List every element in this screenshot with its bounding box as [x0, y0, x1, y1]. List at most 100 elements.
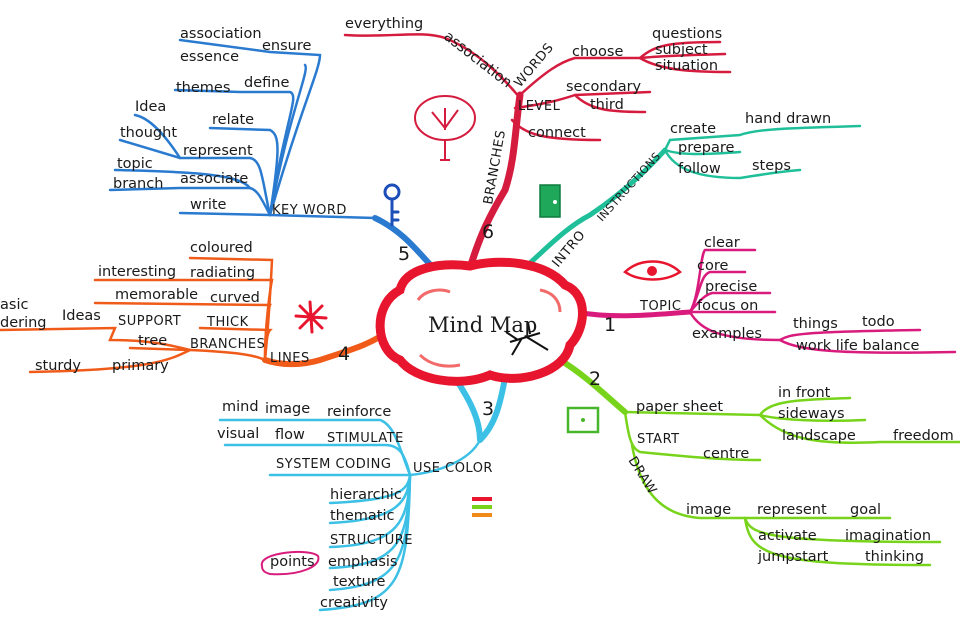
lines-tree: tree	[138, 333, 167, 349]
branches-connect: connect	[528, 125, 586, 141]
lines-primary: primary	[112, 358, 169, 374]
color-texture: texture	[333, 574, 385, 590]
trunk-draw	[557, 357, 628, 415]
branches-association: association	[441, 29, 515, 92]
branches-situation: situation	[655, 58, 718, 74]
lines-label: LINES	[270, 351, 310, 366]
branch-number-topic: 1	[604, 314, 616, 336]
draw-in-front: in front	[778, 385, 831, 401]
lines-coloured: coloured	[190, 240, 253, 256]
branches-level: LEVEL	[518, 99, 561, 114]
draw-represent: represent	[757, 502, 827, 518]
keyword-ensure: ensure	[262, 38, 311, 54]
topic-todo: todo	[862, 314, 895, 330]
intro-prepare: prepare	[678, 140, 735, 156]
branches-everything: everything	[345, 16, 423, 32]
draw-thinking: thinking	[865, 549, 924, 565]
keyword-branch: branch	[113, 176, 163, 192]
branches-choose: choose	[572, 44, 623, 60]
keyword-topic: topic	[117, 156, 153, 172]
draw-paper-sheet: paper sheet	[636, 399, 723, 415]
draw-label: DRAW	[625, 454, 660, 497]
draw-sideways: sideways	[778, 406, 845, 422]
draw-activate: activate	[758, 528, 817, 544]
branch-number-branches: 6	[482, 221, 494, 243]
topic-clear: clear	[704, 235, 740, 251]
paper-sheet-icon	[566, 406, 600, 434]
color-reinforce: reinforce	[327, 404, 391, 420]
keyword-essence: essence	[180, 49, 239, 65]
branches-secondary: secondary	[566, 79, 642, 95]
lines-thick: THICK	[206, 315, 249, 330]
keyword-subbranches	[108, 38, 377, 220]
center-spark-icon	[505, 321, 549, 356]
keyword-write: write	[190, 197, 227, 213]
intro-instructions: INSTRUCTIONS	[595, 150, 664, 224]
keyword-label: KEY WORD	[272, 203, 347, 218]
star-doodle-icon	[294, 300, 328, 334]
intro-follow: follow	[678, 161, 721, 177]
lines-subbranches	[0, 256, 274, 374]
keyword-represent: represent	[183, 143, 253, 159]
draw-goal: goal	[850, 502, 881, 518]
branch-number-lines: 4	[338, 343, 350, 365]
topic-focus-on: focus on	[697, 298, 758, 314]
color-system-coding: SYSTEM CODING	[276, 457, 391, 472]
lines-radiating: radiating	[190, 265, 255, 281]
draw-centre: centre	[703, 446, 749, 462]
keyword-idea: Idea	[135, 99, 166, 115]
intro-subbranches	[663, 124, 862, 180]
color-hierarchic: hierarchic	[330, 487, 402, 503]
intro-create: create	[670, 121, 716, 137]
keyword-associate: associate	[180, 171, 248, 187]
draw-landscape: landscape	[782, 428, 856, 444]
lines-basic: asic	[0, 297, 28, 313]
center-title: Mind Map	[428, 313, 537, 337]
lines-support: SUPPORT	[118, 314, 181, 329]
color-structure: STRUCTURE	[330, 533, 413, 548]
color-mind: mind	[222, 399, 259, 415]
lines-ordering: dering	[0, 315, 47, 331]
draw-start: START	[637, 432, 680, 447]
color-visual: visual	[217, 426, 259, 442]
lines-interesting: interesting	[98, 264, 176, 280]
door-icon	[539, 184, 561, 218]
keyword-thought: thought	[120, 125, 177, 141]
lines-sturdy: sturdy	[35, 358, 81, 374]
color-image: image	[265, 401, 310, 417]
color-flow: flow	[275, 427, 305, 443]
lines-curved: curved	[210, 290, 260, 306]
draw-image: image	[686, 502, 731, 518]
topic-precise: precise	[705, 279, 757, 295]
topic-label: TOPIC	[639, 299, 681, 314]
tree-icon	[414, 95, 476, 161]
eye-icon	[622, 260, 683, 281]
intro-label: INTRO	[550, 228, 589, 271]
keyword-relate: relate	[212, 112, 254, 128]
topic-subbranches	[688, 248, 957, 354]
draw-freedom: freedom	[893, 428, 954, 444]
color-stimulate: STIMULATE	[327, 431, 404, 446]
trunk-intro	[517, 147, 668, 275]
topic-work-life-balance: work life balance	[796, 338, 920, 354]
branch-number-draw: 2	[589, 368, 601, 390]
color-thematic: thematic	[330, 508, 395, 524]
branches-subbranches	[343, 33, 732, 142]
topic-core: core	[697, 258, 728, 274]
color-emphasis: emphasis	[328, 554, 397, 570]
lines-memorable: memorable	[115, 287, 198, 303]
color-creativity: creativity	[320, 595, 388, 611]
key-icon	[383, 183, 401, 227]
intro-hand-drawn: hand drawn	[745, 111, 831, 127]
branches-third: third	[590, 97, 624, 113]
keyword-themes: themes	[176, 80, 230, 96]
topic-things: things	[793, 316, 838, 332]
branches-subject: subject	[655, 42, 708, 58]
color-bars-icon	[472, 497, 492, 517]
color-subbranches	[218, 418, 482, 612]
draw-subbranches	[623, 396, 960, 567]
color-use-color: USE COLOR	[413, 461, 493, 476]
branch-number-keyword: 5	[398, 243, 410, 265]
